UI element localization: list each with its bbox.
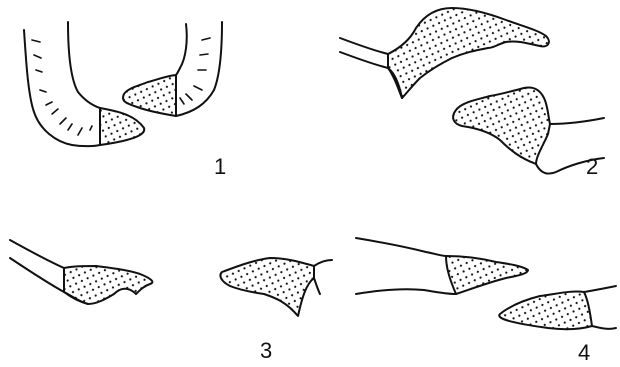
figure-1-label: 1 — [214, 154, 226, 179]
figure-2: 2 — [340, 8, 604, 179]
fig2-lower-line-top — [550, 118, 604, 124]
figure-3-label: 3 — [260, 338, 272, 363]
fig3-right-line-top — [314, 260, 332, 266]
figure-2-label: 2 — [586, 154, 598, 179]
figure-3: 3 — [10, 240, 332, 363]
fig2-lower-stippled-blob — [453, 87, 550, 164]
fig3-left-stippled-blob — [64, 266, 152, 304]
fig4-lower-line-top — [584, 286, 616, 292]
figure-4-label: 4 — [578, 340, 590, 365]
fig3-right-stippled-blob — [220, 258, 314, 316]
fig4-upper-line-top — [356, 238, 446, 256]
fig2-upper-line-top — [340, 38, 388, 54]
fig1-left-stippled-tip — [100, 108, 144, 145]
fig4-lower-stippled-blob — [499, 291, 592, 329]
fig1-left-tube-inner — [68, 22, 100, 108]
fig1-right-stippled-tip — [123, 75, 176, 116]
fig4-upper-line-bottom — [356, 289, 456, 294]
fig1-right-tube-inner — [176, 24, 187, 75]
fig2-upper-stippled-blob — [388, 8, 549, 98]
fig4-lower-line-bottom — [592, 326, 616, 329]
figure-4: 4 — [356, 238, 616, 365]
fig4-upper-stippled-blob — [446, 256, 528, 294]
fig1-right-hatching — [180, 38, 210, 104]
fig1-left-hatching — [32, 40, 92, 135]
fig1-left-tube-outer — [24, 30, 100, 146]
figure-1: 1 — [24, 22, 226, 179]
fig3-right-line-bottom — [314, 278, 320, 294]
